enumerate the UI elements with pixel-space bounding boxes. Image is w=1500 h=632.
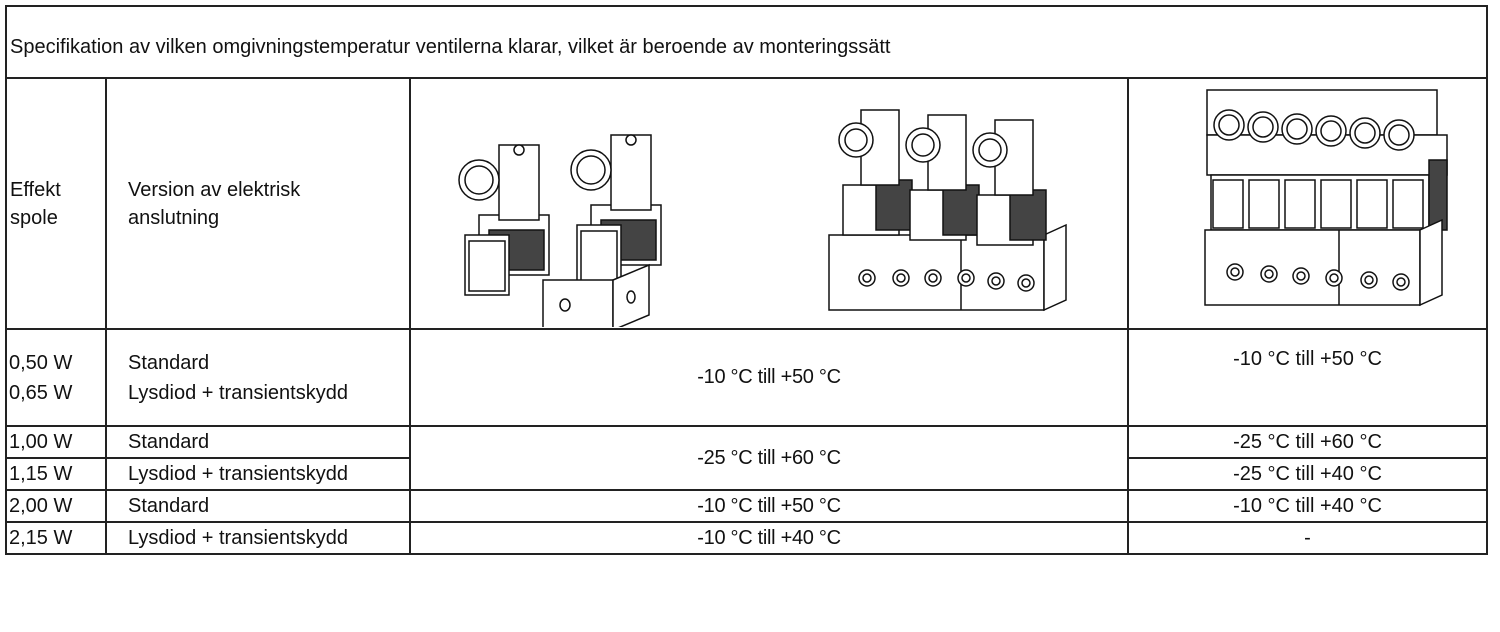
valve-illustration-icon [458, 109, 1067, 327]
temp-cell-col4: -10 °C till +40 °C [1126, 489, 1489, 523]
version-cell: Lysdiod + transientskydd [105, 457, 411, 491]
power-cell: 2,15 W [5, 521, 107, 555]
header-image-6-valve-manifold [1126, 77, 1489, 330]
table-title-text: Specifikation av vilken omgivningstemper… [10, 35, 891, 58]
table-title: Specifikation av vilken omgivningstemper… [4, 5, 1489, 79]
header-image-single-and-manifold [409, 77, 1129, 330]
version-value: Standard [128, 351, 210, 374]
header-line: Effekt [10, 178, 61, 201]
temp-cell-col4: -10 °C till +50 °C [1126, 328, 1489, 427]
valve-manifold-illustration-icon [1204, 89, 1448, 307]
temp-cell-col3: -10 °C till +40 °C [409, 521, 1129, 555]
temperature-spec-table: Specifikation av vilken omgivningstemper… [4, 5, 1489, 555]
power-cell: 2,00 W [5, 489, 107, 523]
power-value: 0,50 W [9, 351, 73, 374]
version-cell: Standard [105, 489, 411, 523]
version-cell: Lysdiod + transientskydd [105, 521, 411, 555]
header-line: Version av elektrisk [128, 178, 301, 201]
header-effekt-spole: Effekt spole [5, 77, 107, 330]
temp-cell-col3: -10 °C till +50 °C [409, 489, 1129, 523]
temp-cell-col3: -25 °C till +60 °C [409, 425, 1129, 491]
power-value: 0,65 W [9, 381, 73, 404]
power-cell: 1,00 W [5, 425, 107, 459]
header-line: anslutning [128, 206, 220, 229]
version-cell: Standard [105, 425, 411, 459]
header-line: spole [10, 206, 58, 229]
power-cell: 1,15 W [5, 457, 107, 491]
temp-cell-col4: - [1126, 521, 1489, 555]
temp-cell-col4: -25 °C till +40 °C [1126, 457, 1489, 491]
header-version: Version av elektrisk anslutning [105, 77, 411, 330]
version-cell: Standard Lysdiod + transientskydd [105, 328, 411, 427]
power-cell: 0,50 W 0,65 W [5, 328, 107, 427]
temp-cell-col4: -25 °C till +60 °C [1126, 425, 1489, 459]
temp-cell-col3: -10 °C till +50 °C [409, 328, 1129, 427]
version-value: Lysdiod + transientskydd [128, 381, 348, 404]
